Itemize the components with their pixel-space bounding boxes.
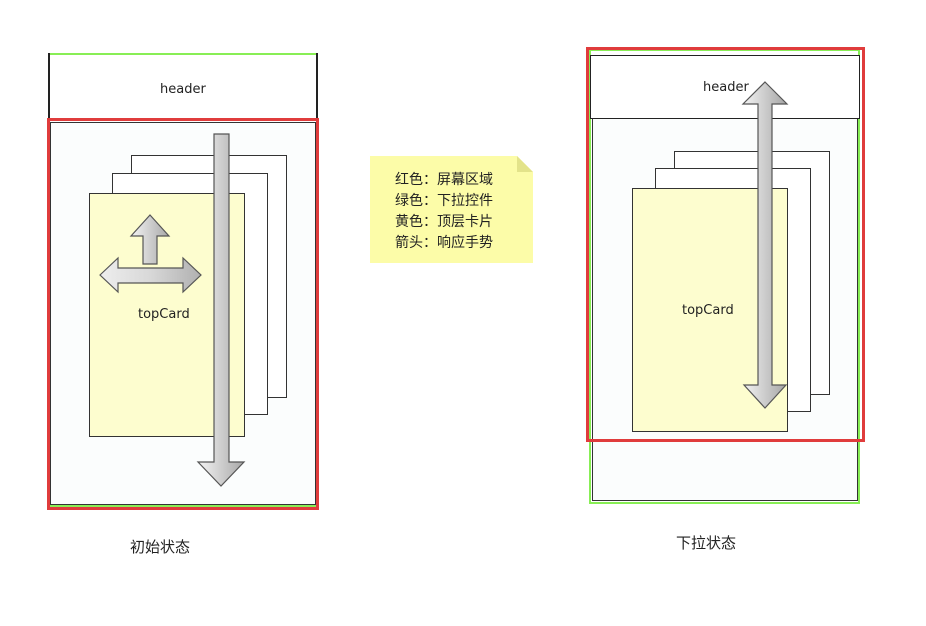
right-pull-control-outline — [589, 49, 860, 504]
left-header-label: header — [160, 82, 206, 97]
up-down-arrow-icon — [741, 81, 789, 409]
right-header-box — [590, 55, 860, 119]
right-header-label: header — [703, 80, 749, 95]
left-header-box — [48, 53, 318, 121]
left-topcard-label: topCard — [138, 307, 190, 322]
down-arrow-icon — [196, 133, 246, 487]
legend-line-arrow: 箭头：响应手势 — [395, 235, 493, 251]
legend-line-red: 红色：屏幕区域 — [395, 172, 493, 188]
right-screen-area-outline — [586, 47, 865, 442]
up-arrow-icon — [129, 214, 171, 265]
legend-line-yellow: 黄色：顶层卡片 — [395, 214, 493, 230]
left-caption: 初始状态 — [130, 538, 191, 556]
right-caption: 下拉状态 — [676, 534, 737, 552]
legend-line-green: 绿色：下拉控件 — [395, 193, 493, 209]
left-screen-area-outline — [47, 118, 319, 510]
right-topcard-label: topCard — [682, 303, 734, 318]
left-right-arrow-icon — [99, 256, 202, 294]
